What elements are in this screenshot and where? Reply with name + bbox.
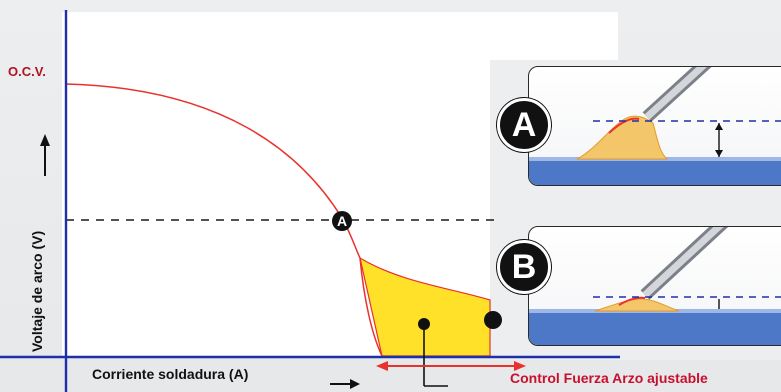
- arrow-right-icon: [514, 361, 526, 371]
- weld-bead: [594, 298, 680, 312]
- arc-force-label: Control Fuerza Arzo ajustable: [510, 370, 708, 386]
- badge-a: A: [497, 98, 551, 152]
- arc-flame: [618, 296, 646, 306]
- ocv-label: O.C.V.: [8, 64, 46, 79]
- point-a-label: A: [337, 213, 347, 229]
- point-a-marker: [332, 211, 352, 231]
- arc-force-region: [359, 256, 491, 357]
- base-plate: [529, 161, 781, 185]
- arrow-down-icon: [715, 150, 723, 157]
- electrode-icon: [642, 67, 712, 122]
- panel-b-weld-illustration: [528, 226, 781, 346]
- x-axis-label: Corriente soldadura (A): [92, 366, 249, 382]
- y-axis-label: Voltaje de arco (V): [29, 230, 45, 352]
- weld-a-graphic: [529, 67, 781, 185]
- badge-b: B: [497, 240, 551, 294]
- base-plate: [529, 313, 781, 345]
- weld-bead: [576, 115, 669, 160]
- weld-b-graphic: [529, 227, 781, 345]
- panel-a-weld-illustration: [528, 66, 781, 186]
- arrow-left-icon: [376, 361, 388, 371]
- arrow-up-icon: [40, 134, 50, 146]
- arrow-right-icon: [350, 379, 360, 389]
- electrode-icon: [640, 227, 729, 300]
- point-c-marker: [484, 311, 502, 329]
- arrow-up-icon: [715, 123, 723, 130]
